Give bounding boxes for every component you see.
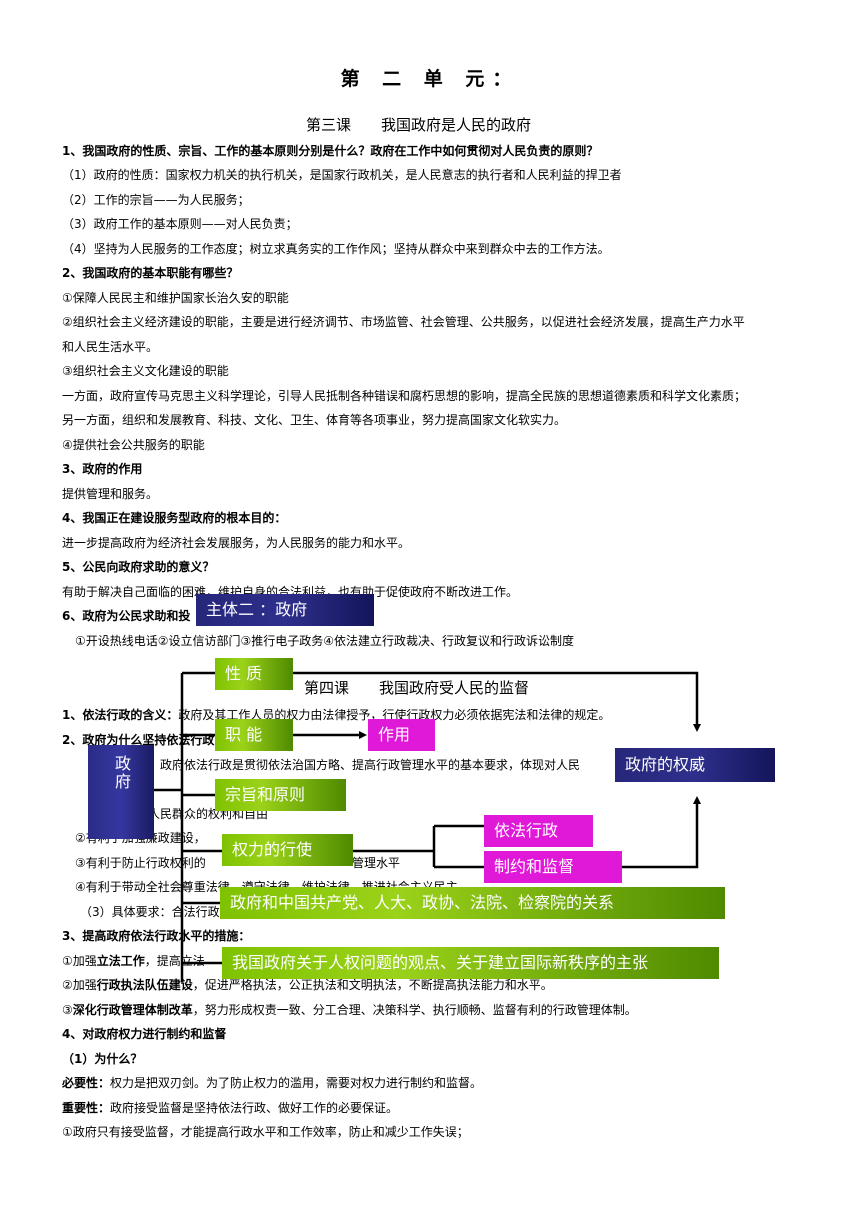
l4-q3-line-3: ③深化行政管理体制改革，努力形成权责一致、分工合理、决策科学、执行顺畅、监督有利… [62, 1002, 637, 1018]
human-rights-box: 我国政府关于人权问题的观点、关于建立国际新秩序的主张 [222, 947, 719, 979]
l4-q3-line-1a: ①加强 [62, 954, 97, 968]
function-box: 职 能 [215, 719, 293, 751]
l4-q3-line-3b: 深化行政管理体制改革 [72, 1003, 193, 1017]
l4-q3-line-2b: 行政执法队伍建设 [96, 978, 193, 992]
q6-line-1: ①开设热线电话②设立信访部门③推行电子政务④依法建立行政裁决、行政复议和行政诉讼… [75, 634, 575, 648]
l4-q3-line-3c: ，努力形成权责一致、分工合理、决策科学、执行顺畅、监督有利的行政管理体制。 [192, 1003, 637, 1017]
nature-to-authority-arrow [293, 671, 701, 732]
l4-q3-heading: 3、提高政府依法行政水平的措施： [62, 929, 251, 943]
l4-q4-line-2b: 权力是把双刃剑。为了防止权力的滥用，需要对权力进行制约和监督。 [110, 1076, 483, 1090]
lesson3-number: 第三课 [306, 116, 352, 134]
l4-q2-line-1b: 政府依法行政是贯彻依法治国方略、提高行政管理水平的基本要求，体现对人民 [160, 758, 581, 772]
l4-q4-line-2: 必要性：权力是把双刃剑。为了防止权力的滥用，需要对权力进行制约和监督。 [62, 1075, 482, 1091]
restraint-supervision-box: 制约和监督 [484, 851, 622, 883]
l4-q2-line-7: （3）具体要求：合法行政 [80, 905, 220, 919]
l4-q4-line-2a: 必要性： [62, 1076, 111, 1090]
q1-line-3: （3）政府工作的基本原则——对人民负责； [62, 217, 298, 231]
q1-line-1: （1）政府的性质：国家权力机关的执行机关，是国家行政机关，是人民意志的执行者和人… [62, 168, 622, 182]
q2-line-2: ②组织社会主义经济建设的职能，主要是进行经济调节、市场监管、社会管理、公共服务，… [62, 315, 745, 329]
l4-q1: 1、依法行政的含义：政府及其工作人员的权力由法律授予，行使行政权力必须依据宪法和… [62, 707, 610, 723]
q4-line-1: 进一步提高政府为经济社会发展服务，为人民服务的能力和水平。 [62, 536, 411, 550]
l4-q3-line-3a: ③ [62, 1003, 73, 1017]
lesson3-title: 我国政府是人民的政府 [381, 116, 532, 134]
l4-q1-head: 1、依法行政的含义： [62, 708, 179, 722]
q3-line-1: 提供管理和服务。 [62, 487, 159, 501]
l4-q4-line-1: （1）为什么？ [62, 1052, 143, 1066]
lesson3-heading: 第三课 我国政府是人民的政府 [306, 115, 531, 135]
l4-q3-line-2a: ②加强 [62, 978, 97, 992]
q2-line-7: ④提供社会公共服务的职能 [62, 438, 205, 452]
q2-line-6: 另一方面，组织和发展教育、科技、文化、卫生、体育等各项事业，努力提高国家文化软实… [62, 413, 567, 427]
l4-q1-body: 政府及其工作人员的权力由法律授予，行使行政权力必须依据宪法和法律的规定。 [178, 708, 611, 722]
q4-heading: 4、我国正在建设服务型政府的根本目的： [62, 511, 287, 525]
q1-line-4: （4）坚持为人民服务的工作态度；树立求真务实的工作作风；坚持从群众中来到群众中去… [62, 242, 610, 256]
purpose-principle-box: 宗旨和原则 [215, 779, 346, 811]
l4-q3-line-1b: 立法工作 [96, 954, 145, 968]
l4-q2-line-5a: ③有利于防止行政权利的 [75, 856, 206, 870]
q2-line-3: 和人民生活水平。 [62, 340, 159, 354]
l4-q4-heading: 4、对政府权力进行制约和监督 [62, 1027, 227, 1041]
q2-line-5: 一方面，政府宣传马克思主义科学理论，引导人民抵制各种错误和腐朽思想的影响，提高全… [62, 389, 747, 403]
supervision-to-authority-arrow [622, 796, 701, 869]
l4-q3-line-2: ②加强行政执法队伍建设，促进严格执法，公正执法和文明执法，不断提高执法能力和水平… [62, 977, 553, 993]
l4-q3-line-1: ①加强立法工作，提高立法 [62, 953, 205, 969]
q1-heading: 1、我国政府的性质、宗旨、工作的基本原则分别是什么？政府在工作中如何贯彻对人民负… [62, 144, 599, 158]
q6-heading: 6、政府为公民求助和投 [62, 609, 191, 623]
q2-line-1: ①保障人民民主和维护国家长治久安的职能 [62, 291, 289, 305]
role-box: 作用 [368, 719, 435, 751]
q1-line-2: （2）工作的宗旨——为人民服务； [62, 193, 250, 207]
q2-line-4: ③组织社会主义文化建设的职能 [62, 364, 229, 378]
l4-q3-line-1c: ，提高立法 [144, 954, 205, 968]
q5-line-1: 有助于解决自己面临的困难，维护自身的合法利益，也有助于促使政府不断改进工作。 [62, 585, 519, 599]
government-box: 政府 [88, 745, 154, 839]
q5-heading: 5、公民向政府求助的意义？ [62, 560, 215, 574]
lawful-admin-box: 依法行政 [484, 815, 593, 847]
authority-box: 政府的权威 [615, 748, 775, 782]
lesson4-heading: 第四课 我国政府受人民的监督 [304, 678, 529, 698]
lesson4-title: 我国政府受人民的监督 [379, 679, 530, 697]
q3-heading: 3、政府的作用 [62, 462, 143, 476]
nature-box: 性 质 [215, 658, 293, 690]
l4-q4-line-3: 重要性：政府接受监督是坚持依法行政、做好工作的必要保证。 [62, 1100, 398, 1116]
l4-q4-line-3b: 政府接受监督是坚持依法行政、做好工作的必要保证。 [110, 1101, 399, 1115]
lesson4-number: 第四课 [304, 679, 350, 697]
topic-box: 主体二 ：政府 [196, 594, 374, 626]
l4-q2-heading: 2、政府为什么坚持依法行政 [62, 733, 215, 747]
l4-q2-line-5b: 管理水平 [352, 856, 401, 870]
government-label: 政府 [112, 755, 131, 791]
unit-title: 第 二 单 元： [340, 68, 520, 90]
l4-q4-line-3a: 重要性： [62, 1101, 111, 1115]
l4-q3-line-2c: ，促进严格执法，公正执法和文明执法，不断提高执法能力和水平。 [192, 978, 553, 992]
q2-heading: 2、我国政府的基本职能有哪些？ [62, 266, 239, 280]
relations-box: 政府和中国共产党、人大、政协、法院、检察院的关系 [220, 887, 725, 919]
exercise-power-box: 权力的行使 [222, 834, 353, 866]
l4-q4-line-4: ①政府只有接受监督，才能提高行政水平和工作效率，防止和减少工作失误； [62, 1125, 469, 1139]
